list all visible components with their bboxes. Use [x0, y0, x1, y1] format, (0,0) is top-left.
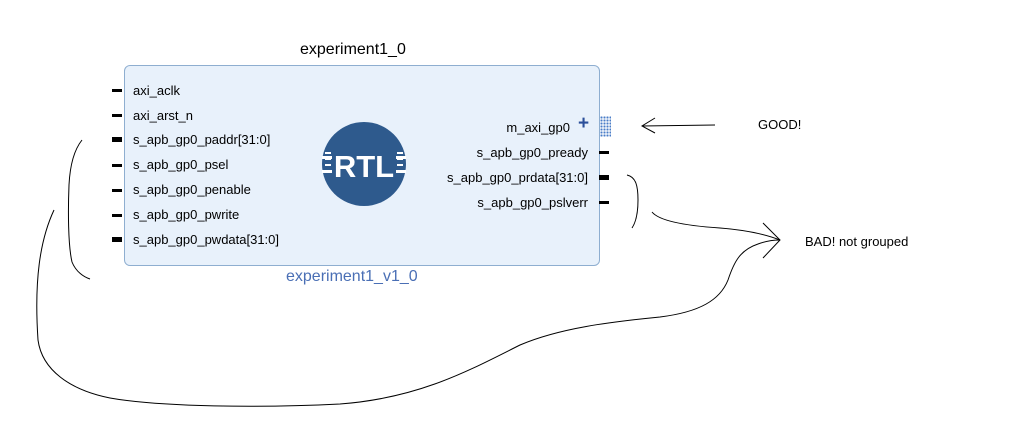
good-arrow: [641, 124, 716, 127]
block-module-name: experiment1_v1_0: [286, 268, 418, 285]
pin-axi-aclk[interactable]: [112, 89, 122, 92]
pin-s-apb-gp0-pready[interactable]: [599, 151, 609, 154]
port-label-s-apb-gp0-pwdata: s_apb_gp0_pwdata[31:0]: [133, 232, 280, 247]
rtl-logo: RTL: [322, 122, 406, 206]
plus-icon[interactable]: +: [578, 113, 590, 134]
block-instance-name: experiment1_0: [300, 41, 406, 58]
rtl-logo-text: RTL: [334, 149, 394, 184]
pin-s-apb-gp0-psel[interactable]: [112, 164, 122, 167]
pin-axi-arst-n[interactable]: [112, 114, 122, 117]
good-annotation: GOOD!: [758, 117, 802, 132]
port-label-axi-arst-n: axi_arst_n: [133, 108, 193, 123]
bad-annotation: BAD! not grouped: [805, 234, 909, 249]
interface-pins-icon[interactable]: [600, 116, 611, 137]
port-label-s-apb-gp0-pslverr: s_apb_gp0_pslverr: [477, 195, 588, 210]
port-label-s-apb-gp0-psel: s_apb_gp0_psel: [133, 157, 229, 172]
right-brace-stroke: [626, 174, 639, 229]
port-label-m-axi-gp0: m_axi_gp0: [506, 120, 570, 135]
good-arrowhead: [640, 117, 656, 134]
left-brace-stroke: [67, 139, 91, 280]
loop-stroke: [36, 209, 781, 407]
port-label-axi-aclk: axi_aclk: [133, 83, 180, 98]
port-label-s-apb-gp0-pready: s_apb_gp0_pready: [476, 145, 588, 160]
pin-s-apb-gp0-paddr[interactable]: [112, 137, 122, 142]
pin-s-apb-gp0-prdata[interactable]: [599, 175, 609, 180]
pin-s-apb-gp0-pslverr[interactable]: [599, 201, 609, 204]
pin-s-apb-gp0-penable[interactable]: [112, 189, 122, 192]
port-label-s-apb-gp0-prdata: s_apb_gp0_prdata[31:0]: [447, 170, 588, 185]
pin-s-apb-gp0-pwrite[interactable]: [112, 214, 122, 217]
port-label-s-apb-gp0-pwrite: s_apb_gp0_pwrite: [133, 207, 240, 222]
port-label-s-apb-gp0-penable: s_apb_gp0_penable: [133, 182, 251, 197]
bad-arrow: [651, 211, 781, 241]
pin-s-apb-gp0-pwdata[interactable]: [112, 237, 122, 242]
port-label-s-apb-gp0-paddr: s_apb_gp0_paddr[31:0]: [133, 132, 271, 147]
